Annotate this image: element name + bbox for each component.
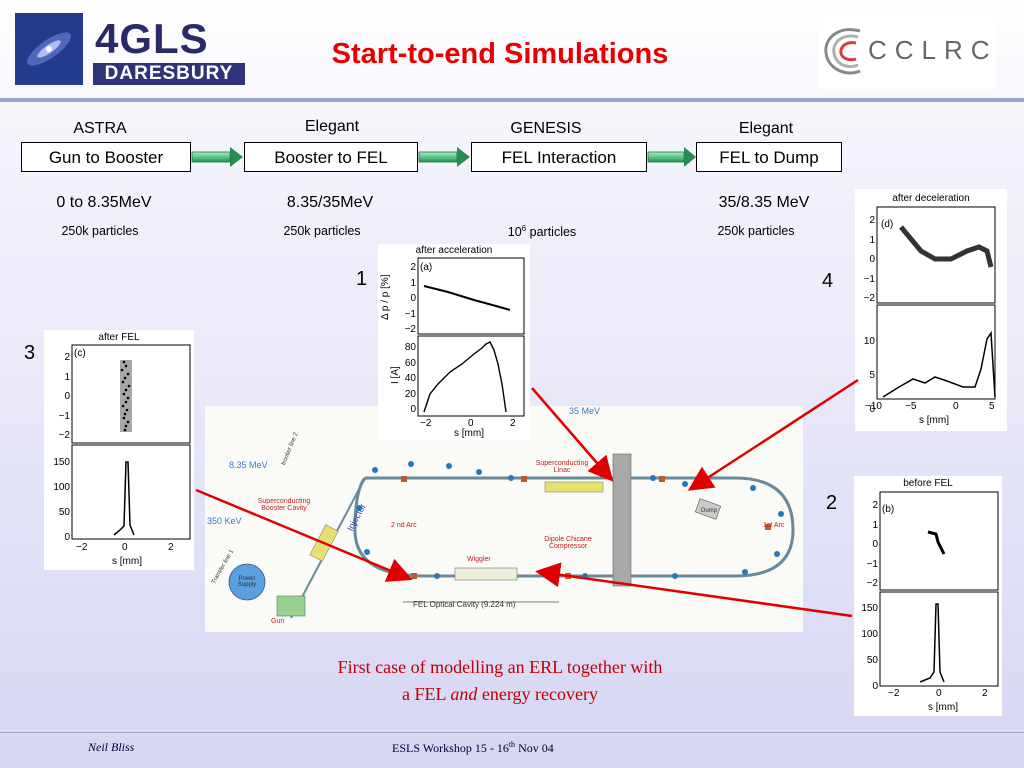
x-label: s [mm] (928, 702, 958, 713)
y-label-bottom: I [A] (390, 366, 401, 384)
logo-4gls-text: 4GLS (95, 15, 209, 62)
pipeline-arrows (191, 147, 696, 167)
caption-line-2: a FEL and energy recovery (402, 684, 598, 704)
label-optical-cavity: FEL Optical Cavity (9.224 m) (413, 600, 516, 609)
energy-gun: 0 to 8.35MeV (56, 194, 152, 211)
panel-number-4: 4 (822, 270, 834, 292)
stage-box-fel-interaction: FEL Interaction (471, 142, 647, 172)
plot-tag: (b) (882, 504, 895, 515)
plot-title: after FEL (98, 332, 140, 343)
4gls-daresbury-logo: 4GLS DARESBURY (15, 13, 247, 85)
energy-booster: 8.35/35MeV (286, 194, 374, 211)
stage-box-booster-to-fel: Booster to FEL (244, 142, 418, 172)
arrow-icon (191, 147, 243, 167)
cclrc-text: CCLRC (868, 35, 998, 65)
label-350kev: 350 KeV (207, 516, 242, 526)
plot-tag: (d) (881, 219, 894, 230)
stage-code-genesis: GENESIS (510, 120, 582, 137)
footer-author: Neil Bliss (88, 740, 135, 754)
panel-number-3: 3 (24, 342, 36, 364)
label-dump: Dump (701, 508, 718, 514)
plot-tag: (c) (74, 348, 86, 359)
label-linac: Superconducting Linac (535, 460, 589, 474)
label-gun: Gun (271, 618, 285, 625)
x-label: s [mm] (112, 556, 142, 567)
footer-event: ESLS Workshop 15 - 16th Nov 04 (392, 740, 554, 755)
caption-line-1: First case of modelling an ERL together … (337, 657, 663, 677)
plot-title: before FEL (903, 478, 953, 489)
label-chicane: Dipole Chicane Compressor (544, 536, 592, 550)
page-title: Start-to-end Simulations (331, 38, 669, 70)
caption: First case of modelling an ERL together … (250, 654, 750, 708)
panel-number-2: 2 (826, 492, 838, 514)
logo-daresbury-text: DARESBURY (104, 63, 234, 84)
arrow-icon (647, 147, 696, 167)
header-divider (0, 98, 1024, 102)
particles-gun: 250k particles (61, 224, 139, 238)
label-835mev: 8.35 MeV (229, 460, 268, 470)
plot-tag: (a) (420, 262, 433, 273)
label-35mev: 35 MeV (569, 406, 601, 416)
label-power-supply: Power Supply (237, 576, 257, 588)
y-label-top: Δ p / p [%] (380, 274, 391, 320)
stage-code-astra: ASTRA (73, 120, 127, 137)
stage-box-fel-to-dump: FEL to Dump (696, 142, 842, 172)
particles-fel: 106 particles (507, 224, 577, 240)
logo-daresbury-bar: DARESBURY (93, 63, 245, 85)
label-1st-arc: 1st Arc (763, 522, 785, 529)
stage-code-elegant-2: Elegant (738, 120, 794, 137)
arrow-icon (418, 147, 470, 167)
label-wiggler: Wiggler (467, 556, 491, 563)
x-label: s [mm] (919, 415, 949, 426)
plot-title: after deceleration (892, 193, 970, 204)
particles-booster: 250k particles (283, 224, 361, 238)
galaxy-logo-icon (15, 13, 83, 85)
particles-dump: 250k particles (717, 224, 795, 238)
label-booster: Superconducting Booster Cavity (257, 498, 311, 512)
panel-number-1: 1 (356, 268, 368, 290)
plot-title: after acceleration (415, 245, 493, 256)
cclrc-swirl-icon (824, 28, 861, 75)
energy-dump: 35/8.35 MeV (718, 194, 810, 211)
x-label: s [mm] (454, 428, 484, 439)
stage-box-gun-to-booster: Gun to Booster (21, 142, 191, 172)
stage-code-elegant-1: Elegant (304, 118, 360, 135)
label-2nd-arc: 2 nd Arc (391, 522, 417, 529)
footer-divider (0, 732, 1024, 733)
cclrc-logo: CCLRC (818, 13, 996, 89)
